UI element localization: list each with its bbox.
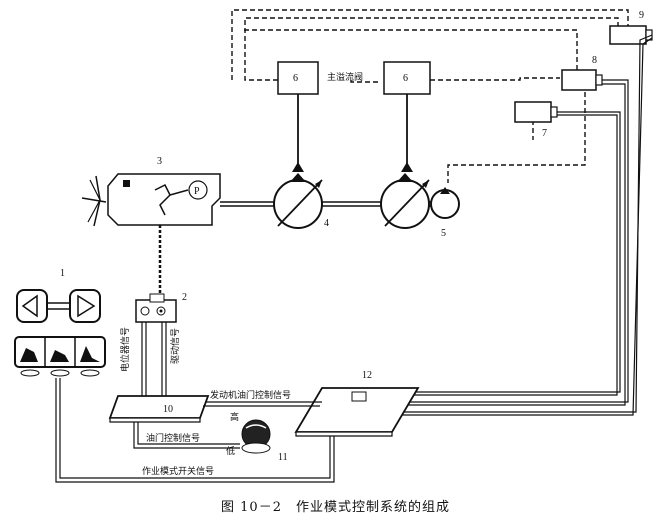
label-2: 2 <box>182 292 187 303</box>
engine-throttle-signal-label: 发动机油门控制信号 <box>210 389 291 401</box>
solenoid-wires <box>390 34 653 416</box>
engine-3: 3 P <box>81 156 221 227</box>
throttle-signal-label: 油门控制信号 <box>146 432 200 444</box>
solenoid-valve-7 <box>514 101 558 123</box>
label-12: 12 <box>362 370 372 381</box>
figure-caption: 图 10－2 作业模式控制系统的组成 <box>221 500 450 515</box>
throttle-dial-11 <box>241 419 271 454</box>
work-mode-panel-1: 1 <box>14 268 106 377</box>
label-3: 3 <box>157 156 162 167</box>
pump-p-symbol: P <box>194 186 200 197</box>
solenoid-valve-8 <box>561 69 603 91</box>
pump-controller-12 <box>294 387 420 437</box>
label-11: 11 <box>278 452 288 463</box>
pilot-pump-5 <box>430 187 460 219</box>
label-6b: 6 <box>403 73 408 84</box>
solenoid-valve-9 <box>609 25 653 45</box>
label-9: 9 <box>639 10 644 21</box>
label-1: 1 <box>60 268 65 279</box>
mode-switch-signal-label: 作业模式开关信号 <box>142 465 214 477</box>
label-7: 7 <box>542 128 547 139</box>
drive-signal-label: 驱动信号 <box>169 328 181 364</box>
governor-actuator-2 <box>135 293 177 323</box>
label-8: 8 <box>592 55 597 66</box>
main-pump-4b <box>380 173 430 229</box>
label-4: 4 <box>324 218 329 229</box>
label-10: 10 <box>163 404 173 415</box>
dashed-pilot-lines <box>231 9 629 183</box>
high-label: 高 <box>230 411 239 423</box>
relief-valve-6a <box>277 61 319 95</box>
main-pump-4a <box>273 173 323 229</box>
main-relief-valve-label: 主溢流阀 <box>327 71 363 83</box>
label-5: 5 <box>441 228 446 239</box>
low-label: 低 <box>226 445 235 457</box>
throttle-controller-10 <box>108 395 210 423</box>
potentiometer-signal-label: 电位器信号 <box>119 327 131 372</box>
label-6a: 6 <box>293 73 298 84</box>
